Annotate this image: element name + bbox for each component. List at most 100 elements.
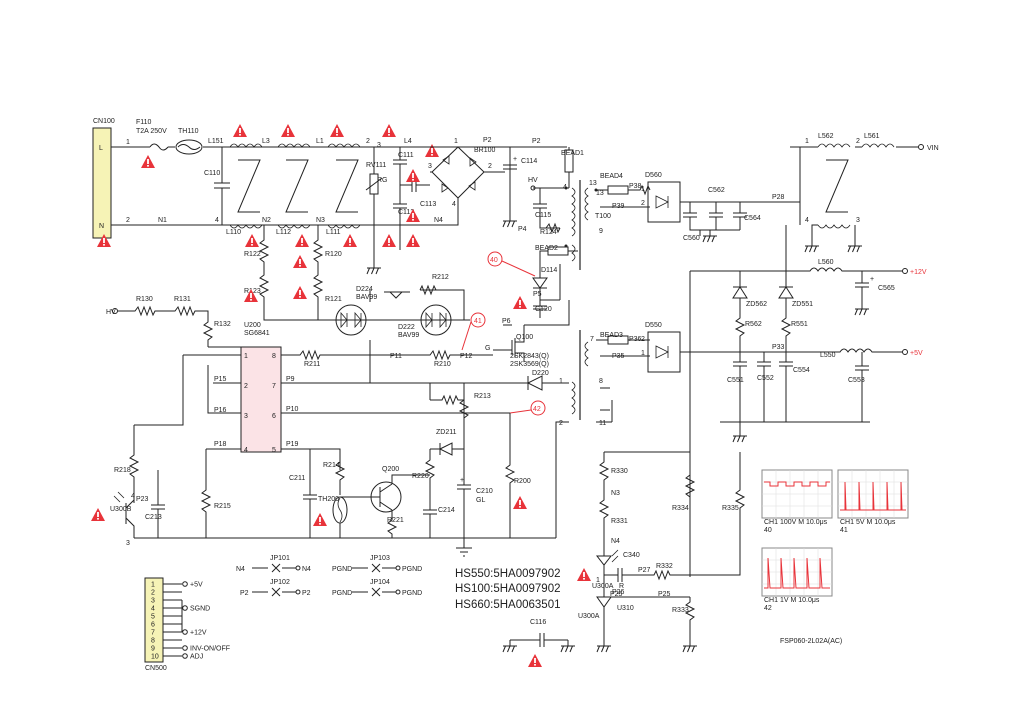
cn500-pin-number: 10 <box>151 654 159 661</box>
svg-text:L112: L112 <box>276 229 291 236</box>
ground-icon <box>847 239 863 253</box>
svg-text:R210: R210 <box>434 361 451 368</box>
cn500-pin-signal: +12V <box>190 630 207 637</box>
cn500-pin-signal: SGND <box>190 606 210 613</box>
svg-text:P26: P26 <box>612 589 625 596</box>
svg-text:2: 2 <box>366 138 370 145</box>
svg-text:P4: P4 <box>518 226 527 233</box>
svg-text:2: 2 <box>641 336 645 343</box>
svg-text:U300A: U300A <box>592 583 614 590</box>
svg-text:JP101: JP101 <box>270 555 290 562</box>
ground-icon <box>854 302 870 316</box>
cn500-pin-signal: ADJ <box>190 654 203 661</box>
common-mode-choke-l110: L110 <box>226 143 263 236</box>
svg-text:JP103: JP103 <box>370 555 390 562</box>
svg-text:1: 1 <box>244 353 248 360</box>
svg-text:3: 3 <box>428 163 432 170</box>
svg-text:40: 40 <box>490 257 498 264</box>
svg-text:C112: C112 <box>398 209 414 216</box>
svg-text:13: 13 <box>589 180 597 187</box>
svg-text:L151: L151 <box>208 138 224 145</box>
cn500-pin-terminal <box>182 629 188 635</box>
warning-icon <box>295 234 309 247</box>
svg-text:C113: C113 <box>420 201 436 208</box>
svg-text:R123: R123 <box>244 288 261 295</box>
model-note-3: HS660:5HA0063501 <box>455 599 561 611</box>
svg-text:P27: P27 <box>638 567 651 574</box>
cn500-pin-terminal <box>182 605 188 611</box>
svg-text:7: 7 <box>272 383 276 390</box>
svg-text:BEAD4: BEAD4 <box>600 173 623 180</box>
svg-text:C552: C552 <box>757 375 774 382</box>
svg-text:R334: R334 <box>672 505 689 512</box>
svg-text:P5: P5 <box>533 291 542 298</box>
svg-text:P2: P2 <box>240 590 249 597</box>
probe-marker-40: 40 <box>487 251 536 277</box>
cn500-pin-number: 1 <box>151 582 155 589</box>
svg-text:4: 4 <box>215 217 219 224</box>
svg-text:HV: HV <box>528 177 538 184</box>
bridge-rectifier-br100: BR100 P2 <box>431 137 496 199</box>
svg-text:ZD211: ZD211 <box>436 429 457 436</box>
svg-text:GL: GL <box>476 497 485 504</box>
cn500-pin-number: 9 <box>151 646 155 653</box>
svg-text:P2: P2 <box>532 138 541 145</box>
svg-text:Q100: Q100 <box>516 334 533 341</box>
svg-text:C114: C114 <box>521 158 537 165</box>
svg-text:P36: P36 <box>629 336 642 343</box>
ground-icon <box>560 639 576 653</box>
cn500-pin-number: 7 <box>151 630 155 637</box>
ground-icon <box>502 639 518 653</box>
svg-text:P2: P2 <box>483 137 492 144</box>
ground-icon <box>682 639 698 653</box>
svg-text:R218: R218 <box>114 467 131 474</box>
cn500-pin-signal: INV-ON/OFF <box>190 646 230 653</box>
svg-text:42: 42 <box>764 605 772 612</box>
svg-text:CH1 5V M 10.0μs: CH1 5V M 10.0μs <box>840 519 896 526</box>
svg-text:8: 8 <box>272 353 276 360</box>
svg-text:1: 1 <box>641 186 645 193</box>
svg-text:L1: L1 <box>316 138 324 145</box>
svg-text:C565: C565 <box>878 285 895 292</box>
svg-text:4: 4 <box>131 493 135 500</box>
svg-text:9: 9 <box>599 228 603 235</box>
capacitor-c110: C110 <box>204 147 230 225</box>
svg-text:+5V: +5V <box>910 350 923 357</box>
svg-text:41: 41 <box>840 527 848 534</box>
svg-text:N3: N3 <box>611 490 620 497</box>
svg-text:CN500: CN500 <box>145 665 167 672</box>
warning-icon <box>425 144 439 157</box>
svg-text:N4: N4 <box>611 538 620 545</box>
svg-text:RV111: RV111 <box>366 162 386 169</box>
scope-capture-42: CH1 1V M 10.0μs 42 <box>761 547 833 612</box>
svg-text:2SK2843(Q): 2SK2843(Q) <box>510 353 549 360</box>
warning-icon <box>382 234 396 247</box>
svg-text:C214: C214 <box>438 507 455 514</box>
svg-text:P23: P23 <box>136 496 149 503</box>
svg-text:R120: R120 <box>325 251 342 258</box>
svg-text:P12: P12 <box>460 353 473 360</box>
svg-text:4: 4 <box>452 201 456 208</box>
cn500-pin-number: 8 <box>151 638 155 645</box>
svg-text:R131: R131 <box>174 296 191 303</box>
svg-text:+: + <box>513 156 517 163</box>
svg-text:R211: R211 <box>304 361 320 368</box>
cn100-pin-n: N <box>99 223 104 230</box>
svg-text:L3: L3 <box>262 138 270 145</box>
svg-text:R332: R332 <box>656 563 673 570</box>
choke-l562: L562 <box>817 133 851 229</box>
diode-pair-d224: D224 BAV99 <box>335 286 377 336</box>
svg-text:R335: R335 <box>722 505 739 512</box>
svg-text:ZD562: ZD562 <box>746 301 767 308</box>
diode-pair-d222: D222 BAV99 <box>398 304 452 339</box>
svg-text:R: R <box>619 583 624 590</box>
cn500-pin-number: 3 <box>151 598 155 605</box>
svg-text:R214: R214 <box>323 462 340 469</box>
svg-text:D550: D550 <box>645 322 662 329</box>
svg-text:P9: P9 <box>286 376 295 383</box>
svg-text:R130: R130 <box>136 296 153 303</box>
svg-text:L110: L110 <box>226 229 241 236</box>
svg-text:Q200: Q200 <box>382 466 399 473</box>
svg-text:C213: C213 <box>145 514 162 521</box>
